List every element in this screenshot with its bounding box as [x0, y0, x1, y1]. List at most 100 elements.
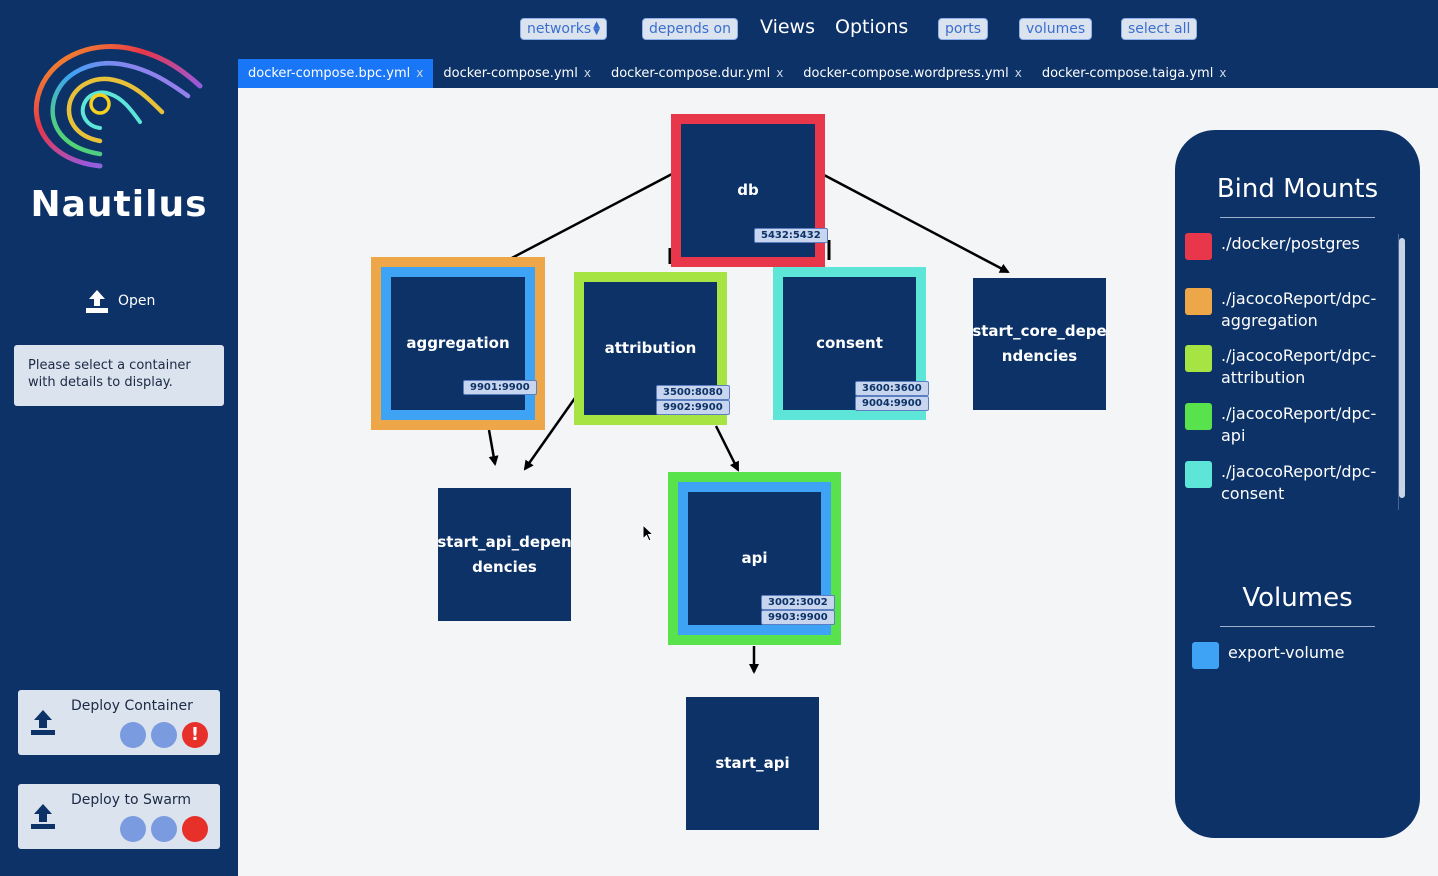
deploy-upload-icon [31, 710, 55, 735]
node-label: dencies [472, 557, 537, 576]
node-start-api-dependencies[interactable]: start_api_depen dencies [437, 488, 572, 621]
port-label: 9004:9900 [855, 396, 929, 411]
container-details-box: Please select a container with details t… [14, 345, 224, 406]
port-label: 9901:9900 [463, 380, 537, 395]
select-arrows-icon: ▲▼ [593, 20, 601, 37]
legend-item-bind-mount[interactable]: ./docker/postgres [1185, 233, 1360, 260]
node-label: attribution [604, 339, 697, 357]
open-file-button[interactable]: Open [84, 288, 155, 314]
tab-label: docker-compose.wordpress.yml [803, 66, 1009, 81]
tab-label: docker-compose.dur.yml [610, 66, 771, 81]
legend-label: attribution [1221, 368, 1306, 387]
swatch-orange [1185, 288, 1212, 315]
legend-label: ./jacocoReport/dpc- [1221, 289, 1377, 308]
legend-label: api [1221, 426, 1246, 445]
scrollbar-thumb[interactable] [1399, 238, 1405, 498]
legend-label: ./jacocoReport/dpc- [1221, 462, 1377, 481]
deploy-upload-icon [31, 804, 55, 829]
close-tab-icon[interactable]: x [1014, 66, 1022, 80]
node-start-core-dependencies[interactable]: start_core_depe ndencies [972, 278, 1107, 410]
bind-mounts-title: Bind Mounts [1216, 174, 1379, 204]
close-tab-icon[interactable]: x [416, 66, 424, 80]
legend-label: consent [1221, 484, 1285, 503]
swatch-green [1185, 403, 1212, 430]
tab-compose[interactable]: docker-compose.yml x [433, 59, 601, 88]
tab-dur[interactable]: docker-compose.dur.yml x [601, 59, 793, 88]
file-tabs: docker-compose.bpc.yml x docker-compose.y… [238, 59, 1438, 88]
port-label: 3500:8080 [656, 385, 730, 400]
networks-select[interactable]: networks▲▼ [520, 18, 608, 40]
tab-taiga[interactable]: docker-compose.taiga.yml x [1032, 59, 1237, 88]
node-label: db [737, 181, 759, 199]
divider [1220, 626, 1375, 627]
swatch-cyan [1185, 461, 1212, 488]
legend-scrollbar[interactable] [1398, 234, 1406, 510]
tab-label: docker-compose.bpc.yml [248, 66, 411, 81]
views-menu[interactable]: Views [760, 16, 815, 38]
networks-label: networks [527, 21, 592, 37]
legend-label: ./jacocoReport/dpc- [1221, 404, 1377, 423]
tab-bpc[interactable]: docker-compose.bpc.yml x [238, 59, 434, 88]
deploy-swarm-button[interactable]: Deploy to Swarm [18, 784, 220, 849]
ports-toggle[interactable]: ports [938, 18, 988, 40]
tab-wordpress[interactable]: docker-compose.wordpress.yml x [793, 59, 1032, 88]
legend-item-bind-mount[interactable]: ./jacocoReport/dpc-api [1185, 403, 1376, 447]
divider [1220, 217, 1375, 218]
legend-item-volume[interactable]: export-volume [1192, 642, 1344, 669]
nautilus-logo-icon [33, 43, 203, 169]
volumes-title: Volumes [1242, 583, 1353, 613]
legend-item-bind-mount[interactable]: ./jacocoReport/dpc-aggregation [1185, 288, 1376, 332]
port-label: 3002:3002 [761, 595, 835, 610]
node-label: start_api_depen [437, 532, 572, 551]
mouse-cursor-icon [642, 524, 654, 542]
tab-label: docker-compose.taiga.yml [1041, 66, 1214, 81]
port-label: 5432:5432 [754, 228, 828, 243]
sidebar: Nautilus Open Please select a container … [0, 0, 238, 876]
deploy-container-status: ! [120, 722, 208, 748]
deploy-swarm-status [120, 816, 208, 842]
port-label: 9902:9900 [656, 400, 730, 415]
dependency-edges [487, 172, 1010, 674]
legend-label: export-volume [1228, 643, 1345, 662]
legend-label: ./jacocoReport/dpc- [1221, 346, 1377, 365]
tab-label: docker-compose.yml [443, 66, 578, 81]
upload-icon [86, 290, 108, 313]
node-label: ndencies [1001, 347, 1078, 365]
close-tab-icon[interactable]: x [776, 66, 784, 80]
swatch-lime [1185, 345, 1212, 372]
legend-item-bind-mount[interactable]: ./jacocoReport/dpc-consent [1185, 461, 1376, 505]
container-details-text: Please select a container with details t… [28, 358, 191, 390]
port-label: 3600:3600 [855, 381, 929, 396]
status-dot [120, 816, 146, 842]
status-dot [120, 722, 146, 748]
open-label: Open [118, 293, 156, 309]
edge-aggregation-start-api-deps [487, 429, 499, 466]
port-label: 9903:9900 [761, 610, 835, 625]
legend-panel: Bind Mounts ./docker/postgres ./jacocoRe… [1175, 130, 1420, 838]
brand-title: Nautilus [30, 184, 208, 225]
graph-canvas[interactable]: db 5432:5432 aggregation 9901:9900 attri… [238, 88, 1438, 876]
select-all-toggle[interactable]: select all [1121, 18, 1198, 40]
legend-label: ./docker/postgres [1221, 234, 1360, 253]
edge-db-aggregation [507, 172, 673, 262]
options-menu[interactable]: Options [835, 16, 909, 38]
deploy-container-button[interactable]: Deploy Container ! [18, 690, 220, 755]
toolbar: networks▲▼ depends on Views Options port… [238, 0, 1438, 59]
legend-item-bind-mount[interactable]: ./jacocoReport/dpc-attribution [1185, 345, 1376, 389]
legend-label: aggregation [1221, 311, 1318, 330]
status-dot-red [182, 816, 208, 842]
error-icon: ! [182, 722, 208, 748]
volumes-toggle[interactable]: volumes [1019, 18, 1093, 40]
node-start-api[interactable]: start_api [686, 697, 819, 830]
swatch-red [1185, 233, 1212, 260]
edge-db-start-core [823, 173, 1010, 274]
node-label: start_api [715, 754, 790, 772]
depends-on-toggle[interactable]: depends on [642, 18, 738, 40]
node-label: api [741, 549, 768, 567]
node-label: aggregation [406, 334, 510, 352]
status-dot [151, 816, 177, 842]
deploy-swarm-label: Deploy to Swarm [71, 792, 192, 808]
close-tab-icon[interactable]: x [1219, 66, 1227, 80]
deploy-container-label: Deploy Container [71, 698, 193, 714]
close-tab-icon[interactable]: x [583, 66, 591, 80]
